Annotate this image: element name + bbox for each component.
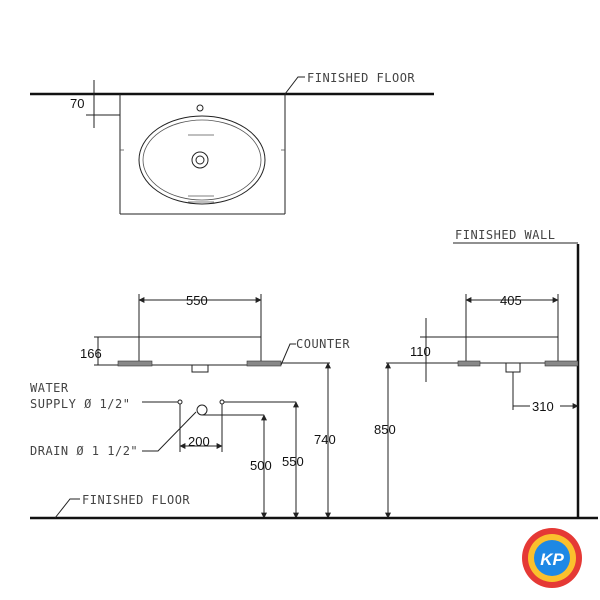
dim-550-height-value: 550 (282, 454, 304, 469)
side-elevation: FINISHED WALL 405 110 310 850 (374, 228, 580, 519)
dim-405-value: 405 (500, 293, 522, 308)
dim-850-value: 850 (374, 422, 396, 437)
water-supply-label-line1: WATER (30, 381, 69, 395)
kp-logo: KP (522, 528, 582, 588)
front-elevation: 550 166 COUNTER WATER SUPPLY Ø 1/2" DRAI… (30, 293, 598, 520)
finished-floor-leader-bottom (54, 498, 80, 519)
finished-floor-label-top: FINISHED FLOOR (307, 71, 415, 85)
logo-inner-disc (534, 540, 570, 576)
dim-500-value: 500 (250, 458, 272, 473)
drain-inner-circle (195, 155, 205, 165)
side-drain-fitting (505, 363, 521, 373)
dim-310-bg (530, 398, 560, 414)
water-supply-label-line2: SUPPLY Ø 1/2" (30, 397, 130, 411)
dim-740-value: 740 (314, 432, 336, 447)
dim-110-value: 110 (410, 344, 431, 359)
finished-floor-leader-top (284, 76, 305, 95)
dim-310-value: 310 (532, 399, 554, 414)
dim-166-value: 166 (80, 346, 102, 361)
basin-outer-rim (138, 115, 266, 205)
side-counter-right (544, 360, 579, 367)
plan-view: FINISHED FLOOR 70 (30, 71, 434, 215)
logo-text: KP (540, 550, 564, 569)
dim-550-width-value: 550 (186, 293, 208, 308)
side-basin-body (465, 336, 559, 364)
drain-label: DRAIN Ø 1 1/2" (30, 444, 138, 458)
counter-leader (280, 343, 296, 366)
tap-hole (196, 104, 204, 112)
finished-wall-label: FINISHED WALL (455, 228, 555, 242)
drain-leader (142, 411, 197, 452)
counter-left-section (117, 360, 153, 367)
drain-outer-circle (191, 151, 209, 169)
basin-inner-rim (142, 119, 262, 201)
front-drain-fitting (191, 365, 209, 373)
counter-label: COUNTER (296, 337, 350, 351)
dim-70-value: 70 (70, 96, 84, 111)
dim-200-value: 200 (188, 434, 210, 449)
front-basin-body (138, 336, 262, 366)
finished-floor-label-bottom: FINISHED FLOOR (82, 493, 190, 507)
side-counter-left (457, 360, 481, 367)
supply-point-right (219, 399, 225, 405)
drain-point (196, 404, 208, 416)
supply-point-left (177, 399, 183, 405)
counter-right-section (246, 360, 282, 367)
